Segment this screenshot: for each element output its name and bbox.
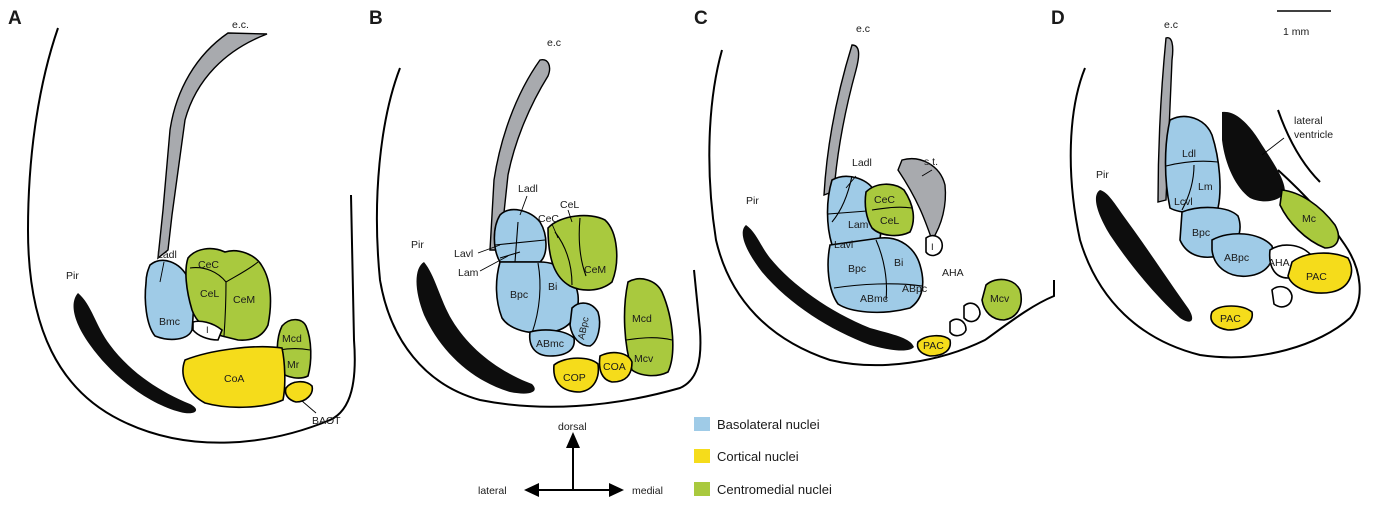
panel-b-ec-label: e.c bbox=[547, 37, 561, 49]
panel-c-intercalated bbox=[926, 236, 942, 256]
panel-c-white-nucleus-1 bbox=[964, 303, 980, 321]
legend-label-cortical: Cortical nuclei bbox=[717, 449, 799, 464]
panel-b-lam-label: Lam bbox=[458, 267, 479, 279]
panel-c-bi-label: Bi bbox=[894, 257, 903, 269]
panel-c-external-capsule bbox=[824, 45, 859, 195]
panel-c-cel-label: CeL bbox=[880, 215, 899, 227]
panel-d-mc-label: Mc bbox=[1302, 213, 1316, 225]
panel-a: A e.c. Pir Ladl CeC CeL CeM Bmc I Mcd Mr… bbox=[8, 8, 355, 443]
panel-a-cem-label: CeM bbox=[233, 294, 255, 306]
panel-b: B e.c Pir Ladl CeL CeC CeM Lavl Lam bbox=[369, 8, 700, 407]
panel-b-mcv-label: Mcv bbox=[634, 353, 654, 365]
panel-d-ec-label: e.c bbox=[1164, 19, 1178, 31]
legend-swatch-cortical bbox=[694, 449, 710, 463]
panel-b-ladl-label: Ladl bbox=[518, 183, 538, 195]
panel-c-abpc-label: ABpc bbox=[902, 283, 927, 295]
panel-a-coa-label: CoA bbox=[224, 373, 244, 385]
panel-c-aha-label: AHA bbox=[942, 267, 964, 279]
panel-d-ventricle-leader bbox=[1262, 138, 1284, 155]
compass-medial-label: medial bbox=[632, 485, 663, 497]
panel-d-white-nucleus bbox=[1272, 287, 1292, 307]
panel-d-lateral-ventricle-label-1: lateral bbox=[1294, 115, 1323, 127]
panel-letter-d: D bbox=[1051, 8, 1065, 29]
panel-c-st-label: s.t. bbox=[924, 156, 938, 168]
panel-c: C e.c Pir Ladl s.t. CeC CeL Lam Lavl I A… bbox=[694, 8, 1054, 365]
panel-c-lam-label: Lam bbox=[848, 219, 869, 231]
legend-swatch-centromedial bbox=[694, 482, 710, 496]
panel-letter-b: B bbox=[369, 8, 383, 29]
panel-d-abpc-label: ABpc bbox=[1224, 252, 1249, 264]
panel-a-ec-label: e.c. bbox=[232, 19, 249, 31]
panel-a-cec-label: CeC bbox=[198, 259, 219, 271]
panel-b-cec-label: CeC bbox=[538, 213, 559, 225]
panel-a-baot bbox=[285, 382, 312, 402]
compass-lateral-label: lateral bbox=[478, 485, 507, 497]
panel-c-pir-label: Pir bbox=[746, 195, 759, 207]
panel-a-cel-label: CeL bbox=[200, 288, 219, 300]
panel-d-lcvl-label: Lcvl bbox=[1174, 196, 1193, 208]
panel-d-lateral-ventricle-label-2: ventricle bbox=[1294, 129, 1333, 141]
panel-letter-a: A bbox=[8, 8, 22, 29]
panel-c-pac-label: PAC bbox=[923, 340, 944, 352]
panel-b-abmc-label: ABmc bbox=[536, 338, 564, 350]
panel-b-lavl-label: Lavl bbox=[454, 248, 473, 260]
panel-a-baot-label: BAOT bbox=[312, 415, 341, 427]
panel-a-i-label: I bbox=[206, 325, 209, 336]
compass-medial-arrowhead bbox=[609, 483, 624, 497]
panel-letter-c: C bbox=[694, 8, 708, 29]
panel-d-scale-label: 1 mm bbox=[1283, 26, 1310, 38]
panel-d-pir-label: Pir bbox=[1096, 169, 1109, 181]
panel-b-coa-label: COA bbox=[603, 361, 626, 373]
orientation-compass: dorsal lateral medial bbox=[478, 421, 663, 497]
panel-a-baot-leader bbox=[302, 401, 316, 413]
panel-a-external-capsule bbox=[158, 33, 267, 258]
panel-b-bpc-label: Bpc bbox=[510, 289, 528, 301]
panel-a-pir-label: Pir bbox=[66, 270, 79, 282]
panel-a-ladl-label: Ladl bbox=[157, 249, 177, 261]
legend-label-centromedial: Centromedial nuclei bbox=[717, 482, 832, 497]
legend-swatch-basolateral bbox=[694, 417, 710, 431]
panel-a-mcd-label: Mcd bbox=[282, 333, 302, 345]
panel-c-cec-label: CeC bbox=[874, 194, 895, 206]
compass-dorsal-label: dorsal bbox=[558, 421, 587, 433]
panel-b-pir-label: Pir bbox=[411, 239, 424, 251]
legend-label-basolateral: Basolateral nuclei bbox=[717, 417, 820, 432]
panel-c-lavl-label: Lavl bbox=[834, 239, 853, 251]
panel-d-ldl-label: Ldl bbox=[1182, 148, 1196, 160]
panel-d: D e.c 1 mm lateral ventricle Pir Ldl Lm … bbox=[1051, 8, 1360, 357]
panel-c-bpc-label: Bpc bbox=[848, 263, 866, 275]
panel-d-pac-label-1: PAC bbox=[1306, 271, 1327, 283]
panel-d-lateral-ventricle bbox=[1222, 112, 1285, 202]
panel-b-cem-label: CeM bbox=[584, 264, 606, 276]
compass-lateral-arrowhead bbox=[524, 483, 539, 497]
panel-d-lm-label: Lm bbox=[1198, 181, 1213, 193]
panel-a-bmc-label: Bmc bbox=[159, 316, 180, 328]
panel-b-cel-label: CeL bbox=[560, 199, 579, 211]
legend: Basolateral nuclei Cortical nuclei Centr… bbox=[694, 417, 832, 497]
panel-c-ec-label: e.c bbox=[856, 23, 870, 35]
panel-c-abmc-label: ABmc bbox=[860, 293, 888, 305]
compass-dorsal-arrowhead bbox=[566, 432, 580, 448]
panel-b-bi-label: Bi bbox=[548, 281, 557, 293]
panel-a-mr-label: Mr bbox=[287, 359, 300, 371]
panel-d-bpc-label: Bpc bbox=[1192, 227, 1210, 239]
panel-d-pac-label-2: PAC bbox=[1220, 313, 1241, 325]
panel-b-mcd-label: Mcd bbox=[632, 313, 652, 325]
panel-c-mcv-label: Mcv bbox=[990, 293, 1010, 305]
panel-d-aha-label: AHA bbox=[1268, 257, 1290, 269]
panel-c-ladl-label: Ladl bbox=[852, 157, 872, 169]
panel-b-cop-label: COP bbox=[563, 372, 586, 384]
panel-c-i-label: I bbox=[931, 242, 934, 253]
panel-c-white-nucleus-2 bbox=[950, 319, 966, 335]
